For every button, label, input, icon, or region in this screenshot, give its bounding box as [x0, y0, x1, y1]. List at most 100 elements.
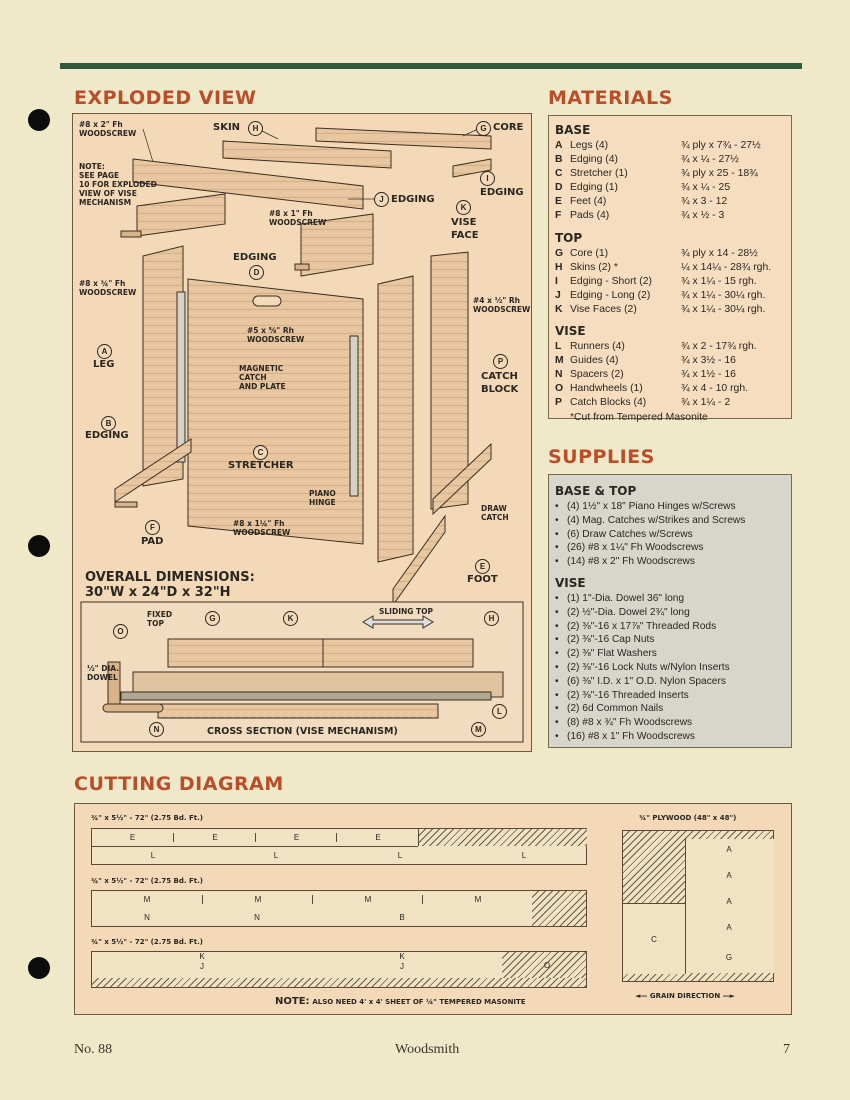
part-key: M [555, 355, 564, 367]
label-screw-2: #8 x 2" Fh WOODSCREW [79, 120, 137, 138]
part-name: Vise Faces (2) [570, 303, 637, 315]
label-foot: FOOT [467, 574, 498, 585]
part-size: ¾ x 1¼ - 30¼ rgh. [681, 289, 766, 301]
supply-item: (2) ⅜"-16 Cap Nuts [549, 633, 791, 647]
part-key: O [555, 383, 564, 395]
footer-magazine: Woodsmith [395, 1042, 460, 1057]
cutting-diagram-panel: ¾" x 5½" - 72" (2.75 Bd. Ft.) E E E E L … [74, 803, 792, 1015]
board-1-label: ¾" x 5½" - 72" (2.75 Bd. Ft.) [91, 814, 203, 822]
part-j: J [200, 962, 204, 971]
supply-item: (2) ⅜"-16 Lock Nuts w/Nylon Inserts [549, 661, 791, 675]
label-vise-face: VISE FACE [451, 217, 479, 241]
materials-top-title: TOP [555, 230, 583, 245]
label-leg: LEG [93, 359, 115, 370]
part-m: M [143, 895, 151, 904]
callout-l: L [492, 704, 507, 719]
part-m: M [202, 895, 313, 904]
callout-p: P [493, 354, 508, 369]
punch-hole [28, 957, 50, 979]
plywood-stretcher [623, 903, 685, 974]
part-size: ¾ ply x 7¾ - 27½ [681, 140, 761, 151]
part-name: Stretcher (1) [570, 168, 628, 180]
part-m: M [312, 895, 423, 904]
board-2: M M M M N N B [91, 890, 587, 927]
supply-item: (2) ⅜" Flat Washers [549, 647, 791, 661]
part-size: ¾ x ¼ - 27½ [681, 154, 739, 166]
part-b: B [399, 913, 405, 922]
label-pad: PAD [141, 536, 164, 547]
supplies-vise-title: VISE [555, 575, 586, 590]
plywood-legs [685, 839, 774, 973]
supply-item: (14) #8 x 2" Fh Woodscrews [549, 555, 791, 569]
supply-item: (6) Draw Catches w/Screws [549, 528, 791, 542]
part-key: L [555, 341, 562, 353]
overall-dimensions-value: 30"W x 24"D x 32"H [85, 585, 231, 600]
cutting-note-bold: NOTE: [275, 996, 310, 1007]
label-fixed-top: FIXED TOP [147, 610, 173, 628]
cutting-diagram-heading: CUTTING DIAGRAM [74, 773, 284, 795]
callout-b: B [101, 416, 116, 431]
label-cross-section: CROSS SECTION (VISE MECHANISM) [207, 726, 398, 737]
part-key: H [555, 261, 563, 273]
supply-item: (16) #8 x 1" Fh Woodscrews [549, 730, 791, 744]
part-size: ¼ x 14¼ - 28¾ rgh. [681, 261, 772, 273]
callout-g2: G [205, 611, 220, 626]
plywood-sheet: A A A A G C [622, 830, 774, 982]
part-name: Catch Blocks (4) [570, 397, 647, 409]
board-2-label: ¾" x 5½" - 72" (2.75 Bd. Ft.) [91, 877, 203, 885]
part-key: J [555, 289, 561, 301]
board-1-top-row [92, 829, 418, 847]
board-2-waste [532, 891, 586, 926]
supply-item: (8) #8 x ¾" Fh Woodscrews [549, 716, 791, 730]
label-sliding-top: SLIDING TOP [379, 607, 434, 616]
callout-n: N [149, 722, 164, 737]
part-l: L [150, 851, 156, 860]
part-name: Core (1) [570, 247, 609, 259]
board-1: E E E E L L L L [91, 828, 587, 865]
cutting-note: NOTE: ALSO NEED 4' x 4' SHEET OF ¼" TEMP… [275, 996, 526, 1007]
label-dowel: ½" DIA. DOWEL [87, 664, 120, 682]
callout-h2: H [484, 611, 499, 626]
part-j: J [400, 962, 404, 971]
label-edging-d: EDGING [233, 252, 277, 263]
label-screw-114: #8 x 1¼" Fh WOODSCREW [233, 519, 291, 537]
part-name: Edging - Short (2) [570, 275, 653, 287]
supplies-base-top-title: BASE & TOP [555, 484, 637, 498]
part-o: O [543, 961, 551, 970]
label-core: CORE [493, 122, 524, 133]
part-name: Edging (1) [570, 182, 618, 194]
part-size: ¾ x 1½ - 16 [681, 369, 736, 381]
exploded-drawing [80, 127, 524, 743]
supply-item: (4) 1½" x 18" Piano Hinges w/Screws [549, 500, 791, 514]
part-a: A [726, 923, 732, 932]
exploded-view-panel: #8 x 2" Fh WOODSCREW SKIN H G CORE NOTE:… [72, 113, 532, 752]
part-n: N [254, 913, 260, 922]
materials-base-title: BASE [555, 123, 591, 137]
board-1-waste [418, 829, 587, 846]
part-name: Runners (4) [570, 341, 625, 353]
materials-heading: MATERIALS [548, 87, 673, 109]
supply-item: (6) ⅜" I.D. x 1" O.D. Nylon Spacers [549, 675, 791, 689]
part-name: Legs (4) [570, 140, 609, 151]
footer-page-number: 7 [783, 1042, 790, 1057]
part-key: D [555, 182, 563, 194]
supply-item: (26) #8 x 1¼" Fh Woodscrews [549, 541, 791, 555]
part-name: Edging (4) [570, 154, 618, 166]
part-size: ¾ ply x 25 - 18¾ [681, 168, 758, 180]
callout-m: M [471, 722, 486, 737]
part-key: I [555, 275, 558, 287]
callout-i: I [480, 171, 495, 186]
part-size: ¾ ply x 14 - 28½ [681, 247, 758, 259]
